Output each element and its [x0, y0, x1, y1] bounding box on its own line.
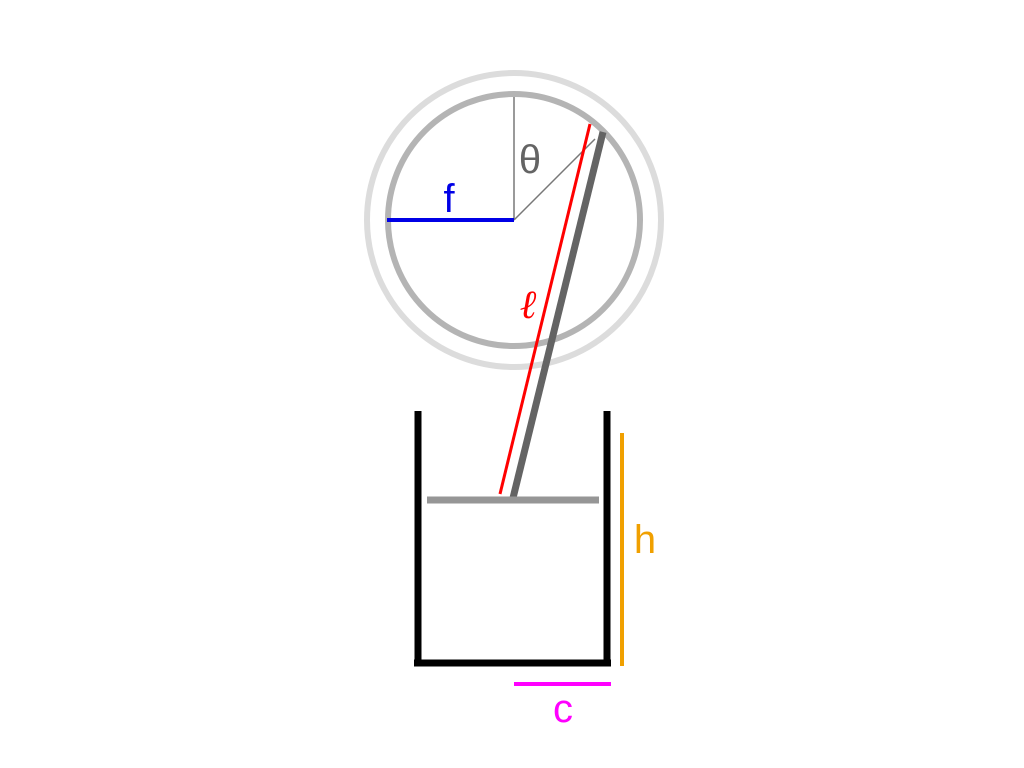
outer-wheel-ring	[364, 70, 664, 370]
c-label: c	[553, 687, 573, 731]
h-label: h	[634, 518, 656, 562]
rod-length-line	[498, 123, 592, 495]
f-label: f	[443, 177, 455, 221]
crank-radius-line	[513, 138, 596, 221]
ell-label: ℓ	[520, 282, 537, 327]
connecting-rod	[509, 131, 607, 499]
theta-label: θ	[519, 138, 541, 182]
